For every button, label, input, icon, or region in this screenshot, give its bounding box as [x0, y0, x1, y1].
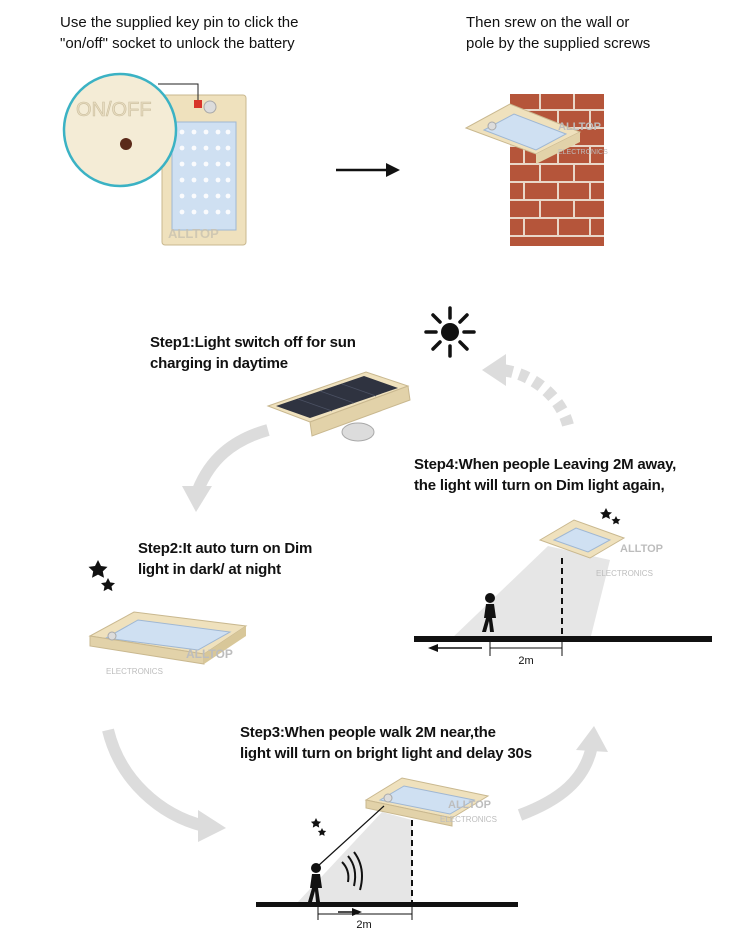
star-icon-large — [88, 560, 108, 578]
dim-light-beam — [450, 546, 610, 640]
arrow-step4-to-step1 — [499, 364, 574, 427]
detection-line — [317, 805, 385, 867]
step3-figure: ALLTOP ELECTRONICS 2m — [256, 777, 518, 931]
motion-waves-icon — [341, 851, 363, 891]
socket-hole-icon — [120, 138, 132, 150]
magnifier-circle — [62, 72, 178, 188]
person-icon-2 — [308, 863, 322, 902]
arrow-step2-to-step3 — [102, 728, 206, 832]
pir-sensor-icon — [341, 422, 375, 442]
brand-watermark: ALLTOP — [168, 226, 219, 241]
solar-light-figure — [266, 371, 411, 442]
mounted-led-panel — [482, 113, 568, 151]
brand-sub-watermark-4: ELECTRONICS — [106, 667, 163, 676]
step3-text: Step3:When people walk 2M near,the light… — [240, 724, 532, 762]
ground-line-2 — [256, 902, 518, 907]
approach-arrow-icon — [352, 908, 362, 916]
unlock-figure: ON/OFF ALLTOP — [62, 72, 247, 246]
brand-watermark-2: ALLTOP — [558, 121, 601, 133]
right-arrow-icon — [336, 163, 400, 177]
step2-text: Step2:It auto turn on Dim light in dark/… — [138, 540, 313, 578]
step4-text: Step4:When people Leaving 2M away, the l… — [414, 456, 677, 494]
step1-text: Step1:Light switch off for sun charging … — [150, 334, 356, 372]
brand-watermark-5: ALLTOP — [448, 799, 491, 811]
bright-light-beam — [296, 812, 412, 904]
brand-sub-watermark-2: ELECTRONICS — [558, 149, 608, 156]
step4-figure: ALLTOP ELECTRONICS 2m — [414, 504, 712, 667]
unlock-caption: Use the supplied key pin to click the "o… — [60, 14, 299, 52]
onoff-label: ON/OFF — [76, 99, 152, 121]
screw-caption: Then srew on the wall or pole by the sup… — [466, 14, 651, 52]
wall-mount-figure: ALLTOP ELECTRONICS — [464, 94, 608, 246]
brand-sub-watermark-5: ELECTRONICS — [440, 815, 497, 824]
sun-icon — [424, 306, 476, 358]
brand-sub-watermark-3: ELECTRONICS — [596, 569, 653, 578]
arrow-step3-to-step4 — [517, 744, 598, 821]
step3-distance-label: 2m — [356, 919, 371, 931]
arrow-step1-to-step2 — [192, 424, 270, 493]
step4-distance-label: 2m — [518, 655, 533, 667]
brand-watermark-3: ALLTOP — [620, 543, 663, 555]
night-icon — [54, 552, 115, 596]
sensor-icon — [203, 100, 217, 114]
step2-figure: ALLTOP ELECTRONICS — [88, 611, 248, 676]
onoff-socket-marker — [194, 100, 202, 108]
person-icon — [482, 593, 496, 632]
moon-icon — [621, 504, 632, 526]
moon-icon-small — [293, 818, 304, 840]
ground-line — [414, 636, 712, 642]
star-icon — [600, 508, 612, 519]
brand-watermark-4: ALLTOP — [186, 647, 233, 661]
moon-icon-large — [54, 552, 76, 596]
